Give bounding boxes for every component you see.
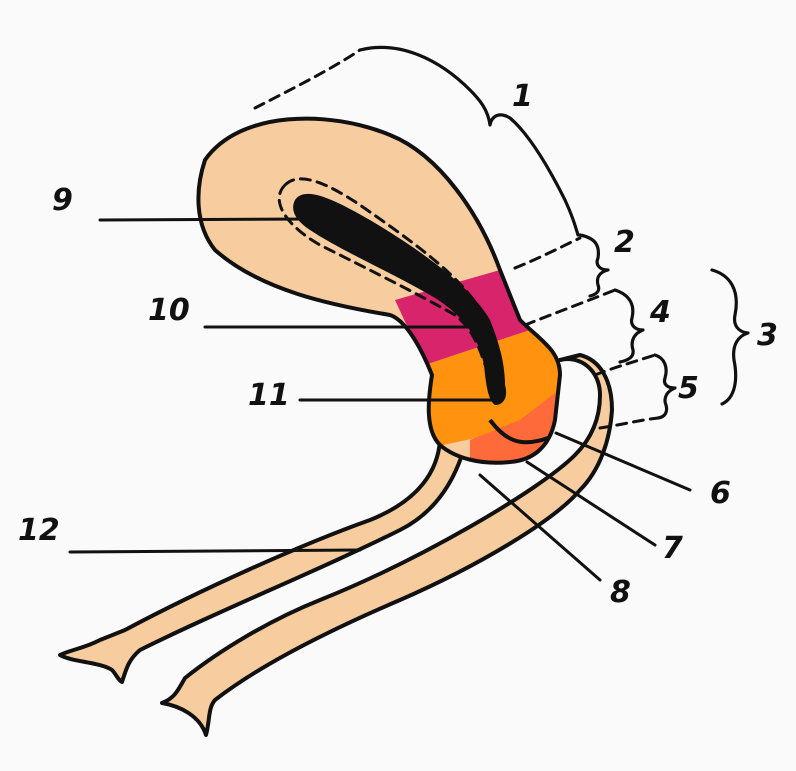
label-4: 4 xyxy=(649,295,671,330)
label-8: 8 xyxy=(610,575,631,610)
brace-3 xyxy=(712,270,748,404)
label-1: 1 xyxy=(512,79,533,114)
leader-line-12 xyxy=(70,550,360,552)
label-5: 5 xyxy=(678,371,699,406)
label-11: 11 xyxy=(248,378,290,413)
leader-line-9 xyxy=(100,219,312,220)
label-9: 9 xyxy=(52,183,73,218)
brace-2 xyxy=(580,235,608,296)
cervical-canal-bulge-a xyxy=(491,375,505,389)
label-12: 12 xyxy=(18,513,60,548)
dash-5-top xyxy=(595,355,655,375)
label-6: 6 xyxy=(710,476,731,511)
label-7: 7 xyxy=(662,531,683,566)
brace-4 xyxy=(615,290,643,362)
dash-top-1 xyxy=(255,50,360,108)
dash-2-top xyxy=(515,238,580,268)
label-3: 3 xyxy=(757,318,778,353)
label-2: 2 xyxy=(614,225,635,260)
brace-5 xyxy=(655,355,675,418)
dash-4-top xyxy=(525,290,615,325)
label-10: 10 xyxy=(148,293,190,328)
uterus-body xyxy=(150,90,600,490)
